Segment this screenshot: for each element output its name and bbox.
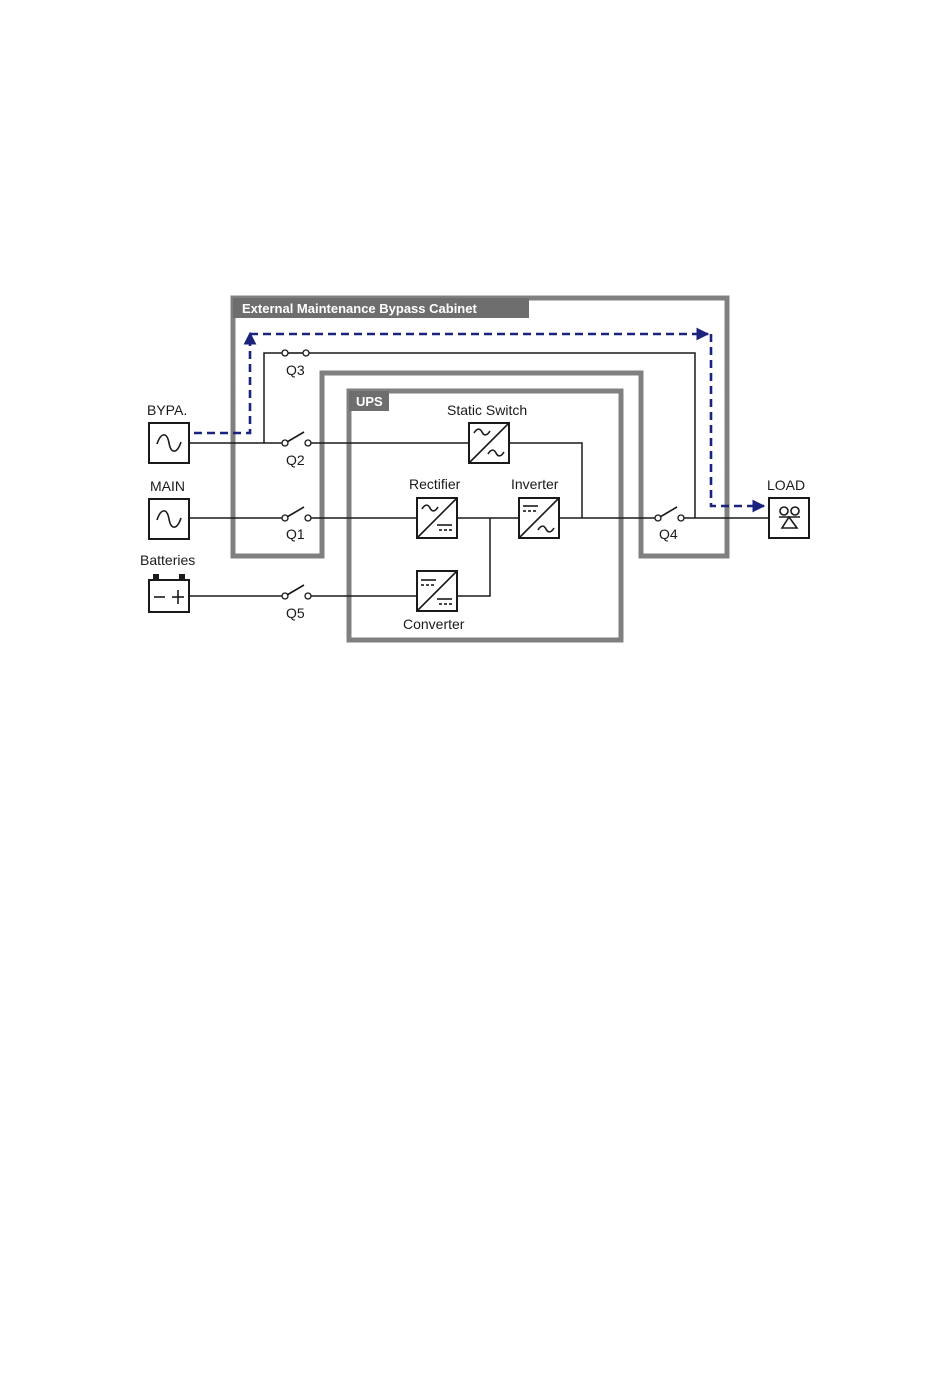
switch-q2: Q2 [282,432,311,468]
rectifier: Rectifier [409,476,461,538]
maintenance-bypass-cabinet-title: External Maintenance Bypass Cabinet [242,301,477,316]
batteries-label: Batteries [140,552,195,568]
bypass-source-label: BYPA. [147,402,187,418]
switch-q1: Q1 [282,507,311,542]
bypass-flow-arrow-to-load [711,334,764,506]
load-label: LOAD [767,477,805,493]
battery-icon [149,574,189,612]
rectifier-label: Rectifier [409,476,461,492]
static-switch-label: Static Switch [447,402,527,418]
switch-q3-label: Q3 [286,362,305,378]
bypass-flow-arrow-up [194,333,250,433]
maintenance-bypass-power-flow [194,333,764,506]
static-switch: Static Switch [447,402,527,463]
batteries: Batteries [140,552,195,612]
switch-q5: Q5 [282,585,311,621]
bypass-source: BYPA. [147,402,189,463]
inverter: Inverter [511,476,559,538]
converter-label: Converter [403,616,465,632]
maintenance-bypass-wire [264,353,283,443]
switch-q3: Q3 [282,350,309,378]
main-source: MAIN [149,478,189,539]
inverter-label: Inverter [511,476,559,492]
load: LOAD [767,477,809,538]
converter: Converter [403,571,465,632]
converter-to-dc-bus-wire [458,518,490,596]
switch-q5-label: Q5 [286,605,305,621]
switch-q2-label: Q2 [286,452,305,468]
main-source-label: MAIN [150,478,185,494]
switch-q4-label: Q4 [659,526,678,542]
ups-cabinet-title: UPS [356,394,383,409]
switch-q4: Q4 [655,507,684,542]
switch-q1-label: Q1 [286,526,305,542]
